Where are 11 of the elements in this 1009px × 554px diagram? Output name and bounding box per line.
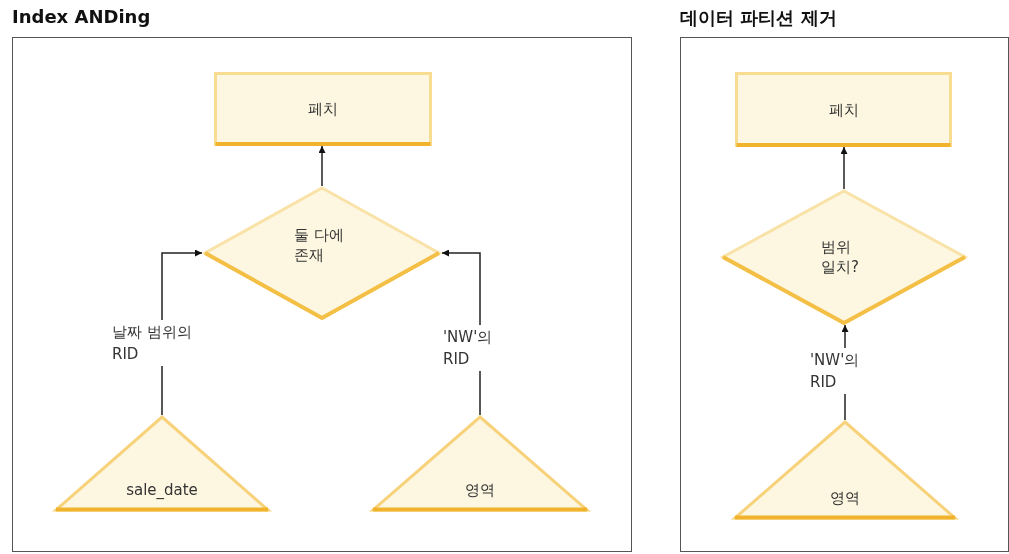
data-triangle: 영역 [732, 420, 958, 520]
process-box: 페치 [735, 72, 952, 147]
decision-diamond: 범위 일치? [720, 189, 968, 325]
panel-title: Index ANDing [12, 6, 151, 27]
panel-title: 데이터 파티션 제거 [680, 6, 837, 30]
data-triangle: sale_date [53, 415, 271, 512]
arrow [318, 145, 326, 187]
arrow [840, 146, 848, 190]
data-triangle: 영역 [370, 415, 590, 512]
process-box: 페치 [214, 72, 432, 146]
decision-diamond: 둘 다에 존재 [202, 186, 442, 320]
